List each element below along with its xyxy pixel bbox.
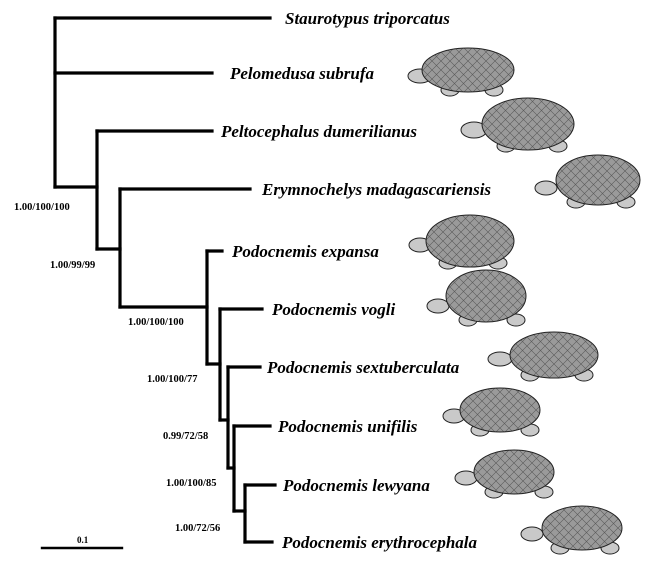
support-value-sextub-group: 1.00/100/85 bbox=[166, 478, 216, 489]
taxon-label-peltocephalus: Peltocephalus dumerilianus bbox=[220, 122, 417, 141]
vogli-turtle-illustration bbox=[427, 270, 526, 326]
taxon-label-erymnochelys: Erymnochelys madagascariensis bbox=[261, 180, 491, 199]
support-value-vogli-group: 0.99/72/58 bbox=[163, 431, 208, 442]
tree-branches bbox=[55, 18, 275, 542]
scale-bar: 0.1 bbox=[42, 535, 122, 548]
unifilis-turtle-illustration bbox=[443, 388, 540, 436]
taxon-label-sextuberculata: Podocnemis sextuberculata bbox=[266, 358, 460, 377]
lewyana-turtle-illustration bbox=[455, 450, 554, 498]
taxon-label-unifilis: Podocnemis unifilis bbox=[277, 417, 418, 436]
taxon-label-staurotypus: Staurotypus triporcatus bbox=[285, 9, 450, 28]
erythrocephala-turtle-illustration bbox=[521, 506, 622, 554]
taxon-label-lewyana: Podocnemis lewyana bbox=[282, 476, 430, 495]
taxon-label-erythrocephala: Podocnemis erythrocephala bbox=[281, 533, 478, 552]
support-value-podocnemididae: 1.00/99/99 bbox=[50, 260, 95, 271]
support-values: 1.00/100/100 1.00/99/99 1.00/100/100 1.0… bbox=[14, 202, 220, 534]
taxon-label-vogli: Podocnemis vogli bbox=[271, 300, 396, 319]
peltocephalus-turtle-illustration bbox=[461, 98, 574, 152]
pelomedusa-turtle-illustration bbox=[408, 48, 514, 96]
expansa-turtle-illustration bbox=[409, 215, 514, 269]
scale-bar-label: 0.1 bbox=[77, 535, 89, 545]
support-value-unifilis-group: 1.00/72/56 bbox=[175, 523, 220, 534]
taxon-label-pelomedusa: Pelomedusa subrufa bbox=[229, 64, 375, 83]
support-value-root: 1.00/100/100 bbox=[14, 202, 70, 213]
erymnochelys-turtle-illustration bbox=[535, 155, 640, 208]
sextuberculata-turtle-illustration bbox=[488, 332, 598, 381]
support-value-erymno-podoc: 1.00/100/100 bbox=[128, 317, 184, 328]
taxon-label-expansa: Podocnemis expansa bbox=[231, 242, 379, 261]
support-value-podocnemis: 1.00/100/77 bbox=[147, 374, 197, 385]
